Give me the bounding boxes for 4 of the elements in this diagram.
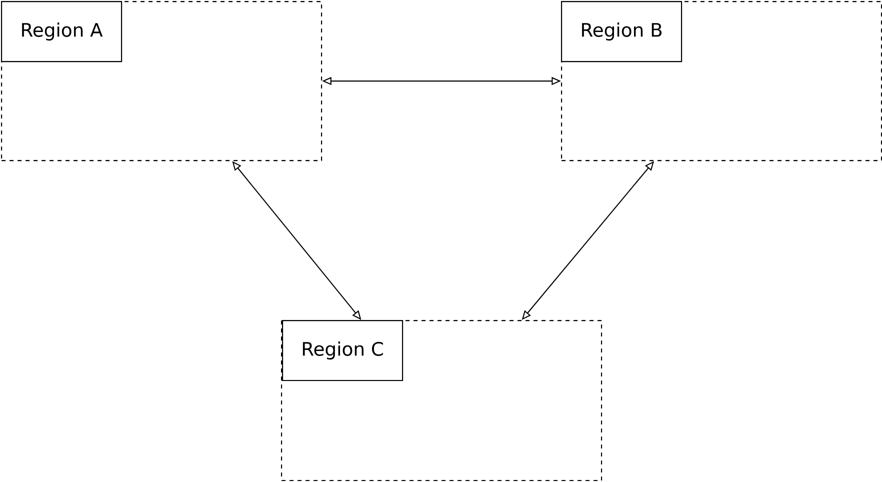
- region-label: Region A: [1, 1, 122, 62]
- region-box: [281, 320, 602, 482]
- region-label: Region B: [561, 1, 682, 62]
- region-label: Region C: [282, 320, 404, 382]
